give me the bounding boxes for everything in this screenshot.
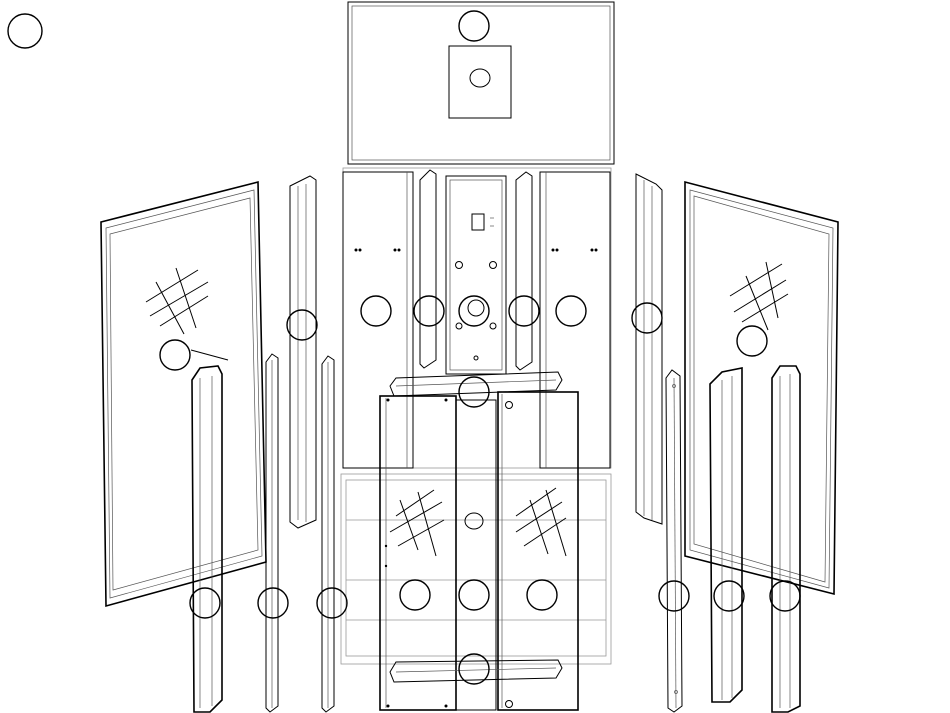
bottom-rail xyxy=(390,660,562,682)
left-strip-b xyxy=(322,356,334,712)
right-door xyxy=(685,182,838,594)
callout-circle-right-post xyxy=(770,581,800,611)
callout-circle-legend xyxy=(8,14,42,48)
right-post xyxy=(772,366,800,712)
left-door xyxy=(101,182,266,606)
callout-circle-top-rail xyxy=(459,377,489,407)
back-wall-assembly xyxy=(343,168,611,468)
front-panel-left xyxy=(380,396,456,710)
front-panel-right xyxy=(498,392,578,710)
callout-circle-front-panel-right xyxy=(527,580,557,610)
roof-panel xyxy=(348,2,614,164)
right-upper-trim xyxy=(636,174,662,524)
callout-circle-right-door xyxy=(737,326,767,356)
callout-circle-left-door-top-profile xyxy=(414,296,444,326)
callout-circle-left-post xyxy=(190,588,220,618)
callout-circle-left-upper-trim xyxy=(287,310,317,340)
callout-circle-right-door-top-profile xyxy=(509,296,539,326)
callout-circle-left-strip-a xyxy=(258,588,288,618)
right-strip xyxy=(666,370,682,712)
left-post xyxy=(192,366,222,712)
left-strip-a xyxy=(266,354,278,712)
callout-circle-right-channel xyxy=(714,581,744,611)
callout-circle-right-strip xyxy=(659,581,689,611)
left-upper-trim xyxy=(290,176,316,528)
callout-layer xyxy=(8,11,800,684)
callout-circle-left-door xyxy=(160,340,190,370)
callout-circle-front-panel-left xyxy=(400,580,430,610)
front-center xyxy=(456,400,496,710)
callout-circle-center-back-left xyxy=(361,296,391,326)
right-channel xyxy=(710,368,742,702)
callout-circle-center-back-right xyxy=(556,296,586,326)
callout-circle-bottom-rail xyxy=(459,654,489,684)
callout-circle-front-center xyxy=(459,580,489,610)
callout-circle-roof xyxy=(459,11,489,41)
base-tray xyxy=(341,474,611,664)
